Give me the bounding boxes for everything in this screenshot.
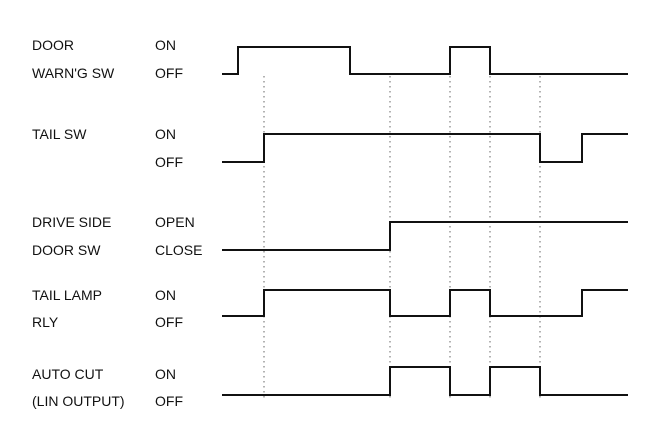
state-label-close: CLOSE <box>155 242 202 258</box>
waveform-trace <box>222 133 628 163</box>
signal-name-drive-side-door-sw-line2: DOOR SW <box>32 242 101 258</box>
signal-name-auto-cut-line1: AUTO CUT <box>32 366 104 382</box>
signal-name-door-warning-sw-line2: WARN'G SW <box>32 65 115 81</box>
signal-name-tail-lamp-rly-line2: RLY <box>32 314 59 330</box>
state-label-off: OFF <box>155 65 183 81</box>
state-label-off: OFF <box>155 314 183 330</box>
state-label-on: ON <box>155 287 176 303</box>
signal-name-door-warning-sw-line1: DOOR <box>32 37 74 53</box>
state-label-off: OFF <box>155 154 183 170</box>
signal-name-tail-sw: TAIL SW <box>32 126 87 142</box>
waveform-trace <box>222 221 628 251</box>
state-label-open: OPEN <box>155 214 195 230</box>
signal-waveforms <box>222 46 628 396</box>
state-label-on: ON <box>155 37 176 53</box>
state-label-off: OFF <box>155 393 183 409</box>
state-label-on: ON <box>155 366 176 382</box>
signal-labels: DOOR WARN'G SW ON OFF TAIL SW ON OFF DRI… <box>32 37 202 409</box>
signal-name-drive-side-door-sw-line1: DRIVE SIDE <box>32 214 111 230</box>
event-guide-lines <box>263 76 541 400</box>
waveform-trace <box>222 46 628 75</box>
waveform-trace <box>222 366 628 396</box>
signal-name-tail-lamp-rly-line1: TAIL LAMP <box>32 287 102 303</box>
signal-name-auto-cut-line2: (LIN OUTPUT) <box>32 393 125 409</box>
state-label-on: ON <box>155 126 176 142</box>
waveform-trace <box>222 289 628 317</box>
